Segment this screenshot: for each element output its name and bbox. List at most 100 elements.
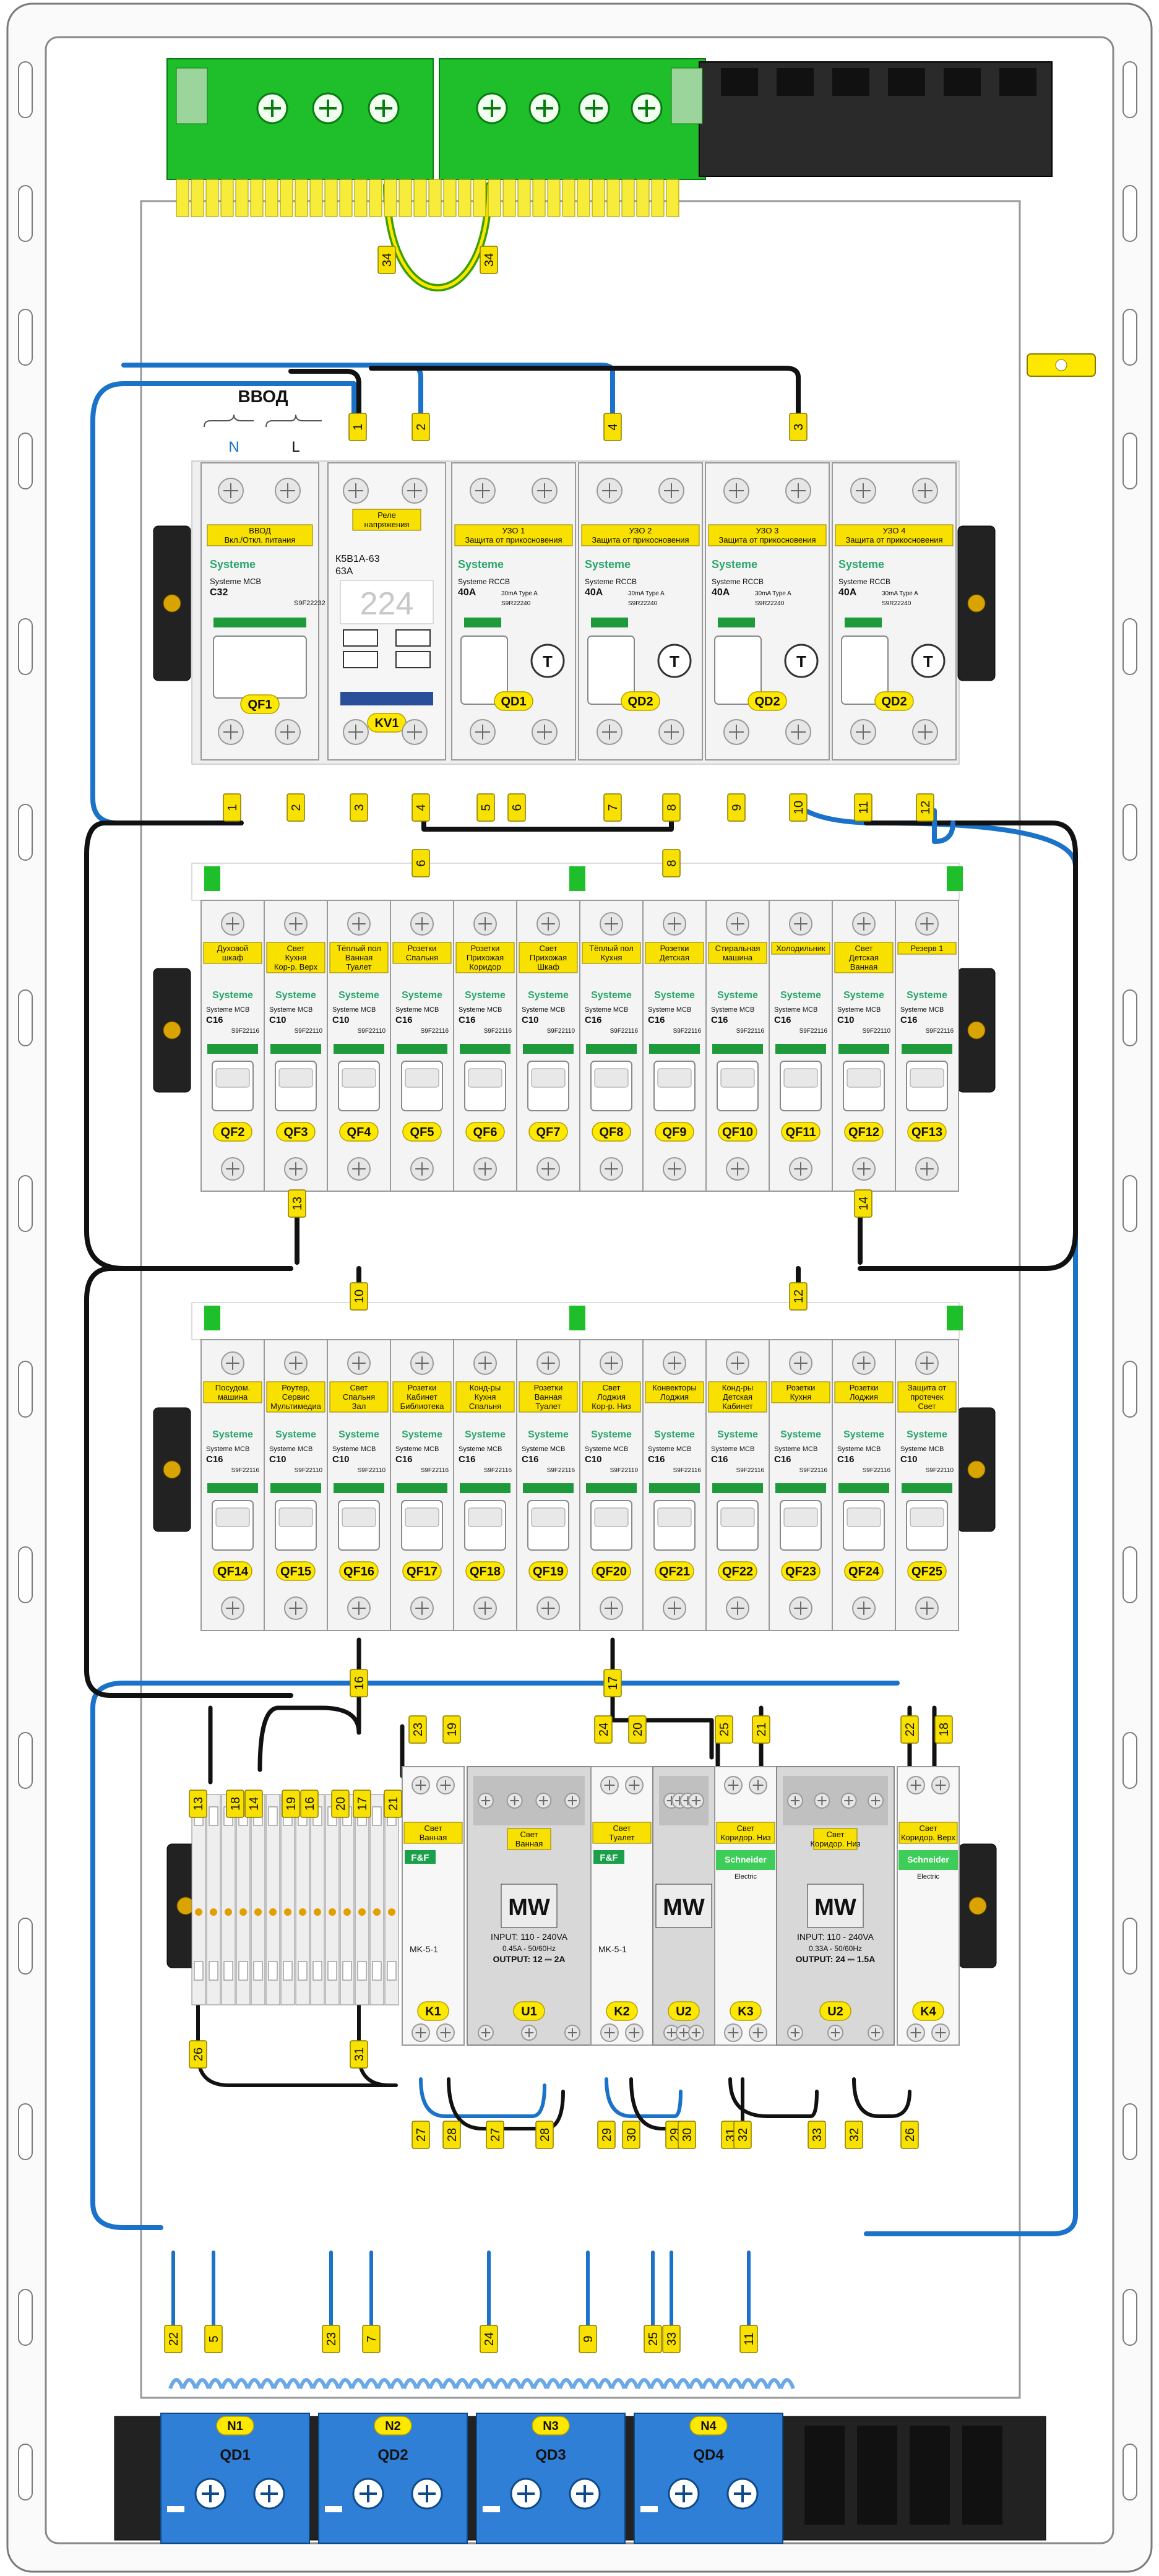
rating-text: C16 — [395, 1015, 413, 1025]
screw-slot — [541, 917, 555, 931]
wire-tag-number: 22 — [903, 1723, 917, 1736]
device-id-pill — [668, 2001, 700, 2021]
sku-text: S9F22110 — [863, 1028, 891, 1035]
terminal-clamp — [342, 1961, 352, 1981]
wire-tag-box — [442, 2121, 461, 2149]
sku-text: S9F22116 — [231, 1467, 260, 1474]
screw-slot — [731, 1601, 744, 1615]
mw-logo-icon — [807, 1884, 864, 1928]
brand-text: Systeme — [338, 990, 379, 1001]
device-id-badge: QF14 — [213, 1561, 252, 1581]
model-text: Systeme MCB — [900, 1445, 944, 1453]
rating-text: C16 — [774, 1454, 791, 1465]
busbar-cap — [569, 866, 585, 891]
device-id-badge: QF11 — [781, 1122, 821, 1142]
pe-terminal-block — [439, 58, 706, 180]
screw-slot — [475, 483, 490, 498]
terminal-jumper — [473, 179, 486, 217]
status-window — [207, 1044, 258, 1054]
device-label-line: Свет — [424, 1824, 442, 1833]
wire-tag-box — [411, 849, 430, 877]
screw-slot — [729, 725, 744, 739]
wire-tag-number: 9 — [730, 804, 744, 811]
wire-tag-number: 20 — [334, 1797, 348, 1811]
device-id-pill — [417, 2001, 449, 2021]
brand-sub-text: Electric — [735, 1873, 757, 1880]
brand-text: F&F — [411, 1853, 429, 1863]
brand-text: F&F — [600, 1853, 618, 1863]
terminal-bridge-icon — [299, 1908, 306, 1916]
wire-tag-box — [282, 1790, 300, 1818]
status-window — [586, 1044, 637, 1054]
device-id-badge: K3 — [730, 2001, 762, 2021]
rating-text: C16 — [459, 1015, 476, 1025]
model-text: Systeme MCB — [459, 1006, 502, 1014]
device-label-line: Кабинет — [407, 1392, 437, 1402]
test-button-icon — [530, 644, 565, 678]
comb-tooth — [480, 2378, 496, 2390]
wire-tag-number: 33 — [665, 2332, 679, 2346]
screw-slot — [935, 1780, 946, 1791]
device-label-line: Свет — [918, 1402, 936, 1411]
comb-tooth — [571, 2378, 587, 2390]
screw-slot — [794, 917, 808, 931]
rating-text: C32 — [210, 587, 228, 598]
device-id-badge: N1 — [216, 2416, 254, 2436]
wire-tag-number: 18 — [937, 1723, 951, 1736]
device-label-box — [207, 524, 313, 546]
wire-tag-box — [662, 849, 681, 877]
comb-tooth — [363, 2378, 379, 2390]
wire-tag: 2 — [411, 413, 430, 441]
neutral-bar-rccb: QD3 — [535, 2447, 566, 2463]
brand-text: Schneider — [907, 1854, 949, 1864]
comb-tooth — [623, 2378, 639, 2390]
wire-tag-number: 22 — [167, 2332, 181, 2346]
device-label-line: Конд-ры — [470, 1383, 501, 1392]
contactor-body — [402, 1766, 465, 2046]
device-id-pill — [465, 1561, 505, 1581]
sku-text: S9F22116 — [736, 1028, 765, 1035]
device-id-text: U1 — [521, 2005, 537, 2018]
wire-tag-box — [628, 1715, 647, 1744]
device-label-line: Библиотека — [400, 1402, 444, 1411]
sku-text: S9F22116 — [421, 1467, 449, 1474]
device-id-badge: N4 — [689, 2416, 728, 2436]
wire-tag-number: 24 — [597, 1723, 611, 1736]
breaker-label: Холодильник — [771, 942, 830, 955]
wire-tag-number: 2 — [290, 804, 303, 811]
wire-tag-number: 32 — [736, 2128, 750, 2142]
vent-slot — [18, 1732, 33, 1789]
device-label-line: Свет — [737, 1824, 755, 1833]
wire-tag-box — [678, 2121, 696, 2149]
screw-slot — [440, 2027, 451, 2038]
bridge-wire — [932, 808, 955, 844]
wire-tag-number: 30 — [625, 2128, 639, 2142]
screw-slot — [567, 1796, 577, 1806]
screw-slot — [857, 1162, 871, 1176]
toggle-handle — [594, 1068, 629, 1088]
toggle-lever — [714, 635, 762, 705]
toggle-handle — [468, 1507, 502, 1527]
model-text: Systeme MCB — [206, 1445, 249, 1453]
wire-tag-number: 14 — [857, 1197, 871, 1210]
comb-tooth — [701, 2378, 717, 2390]
status-window — [838, 1483, 889, 1493]
screw-slot — [478, 917, 492, 931]
brand-text: Systeme — [212, 990, 253, 1001]
feeder-wire — [257, 1637, 361, 1772]
phase-loop-wire — [858, 821, 1078, 1271]
status-window — [334, 1483, 384, 1493]
vent-slot — [18, 989, 33, 1046]
relay-rating: 63А — [335, 566, 353, 577]
device-id-text: QF24 — [848, 1565, 880, 1579]
rating-text: C10 — [269, 1015, 287, 1025]
terminal-jumper — [413, 179, 427, 217]
toggle-handle — [278, 1507, 313, 1527]
screw-cross — [517, 2485, 535, 2502]
screw-cross — [418, 2485, 436, 2502]
device-label-line: УЗО 1 — [502, 526, 525, 535]
